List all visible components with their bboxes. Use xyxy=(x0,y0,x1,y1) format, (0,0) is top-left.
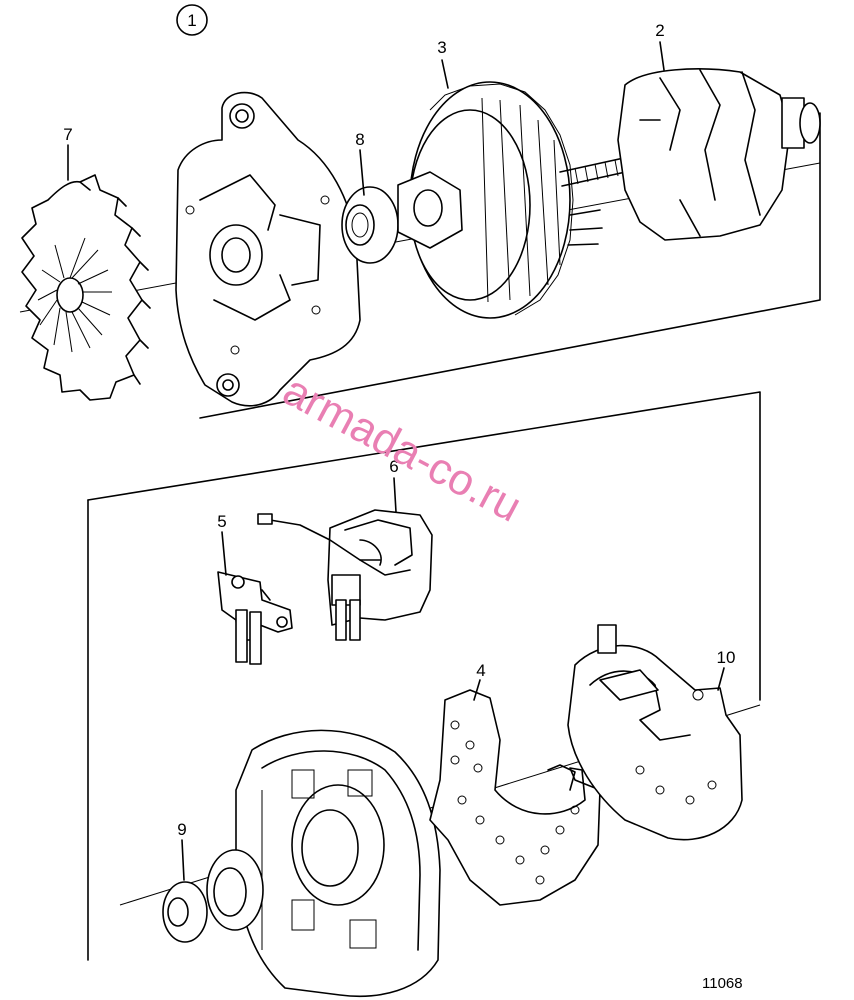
part-label-8: 8 xyxy=(355,130,364,149)
watermark: armada-co.ru xyxy=(275,366,529,532)
part-label-10: 10 xyxy=(717,648,736,667)
part-label-9: 9 xyxy=(177,820,186,839)
drive-end-housing xyxy=(175,91,361,407)
end-cover xyxy=(567,624,743,841)
part-label-2: 2 xyxy=(655,21,664,40)
part-label-3: 3 xyxy=(437,38,446,57)
fan-part xyxy=(21,174,151,401)
part-label-7: 7 xyxy=(63,125,72,144)
rotor xyxy=(559,68,821,241)
panel-frame xyxy=(87,112,821,961)
stator xyxy=(397,81,603,319)
badge-circle xyxy=(176,4,208,36)
front-bearing xyxy=(341,186,399,264)
leader-lines xyxy=(67,41,725,881)
part-label-4: 4 xyxy=(476,661,485,680)
rear-bearing xyxy=(162,849,264,943)
part-label-6: 6 xyxy=(389,457,398,476)
figure-code: 11068 xyxy=(702,975,743,992)
part-labels: 1 2 3 7 8 6 5 4 10 9 xyxy=(63,4,736,839)
slip-ring-end-housing xyxy=(235,729,441,998)
rectifier xyxy=(429,689,601,906)
voltage-regulator xyxy=(257,509,433,641)
badge-label: 1 xyxy=(187,11,196,30)
part-label-5: 5 xyxy=(217,512,226,531)
brush-holder xyxy=(217,571,293,665)
